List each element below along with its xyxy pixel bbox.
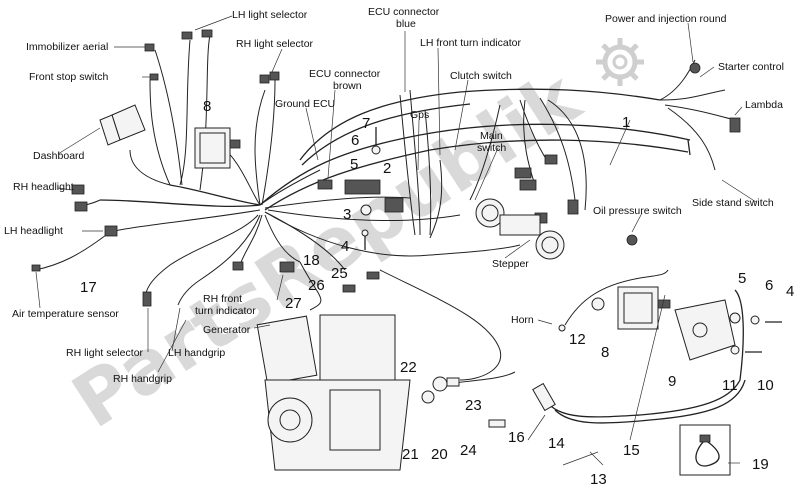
callout-10: 10: [757, 377, 774, 394]
label-rh-headlight: RH headlight: [13, 181, 74, 193]
callout-6-right: 6: [765, 277, 773, 294]
callout-16: 16: [508, 429, 525, 446]
label-power-injection-round: Power and injection round: [605, 13, 727, 25]
label-lh-front-turn-indicator: LH front turn indicator: [420, 37, 521, 49]
callout-7: 7: [362, 115, 370, 132]
label-rh-front-turn-line2: turn indicator: [195, 305, 256, 317]
dashboard-part: [99, 104, 146, 146]
label-lh-handgrip: LH handgrip: [168, 347, 225, 359]
label-immobilizer-aerial: Immobilizer aerial: [26, 41, 108, 53]
label-side-stand-switch: Side stand switch: [692, 197, 774, 209]
spark-plug-leads: [488, 289, 746, 428]
ignition-coil: [591, 286, 671, 330]
callout-23: 23: [465, 397, 482, 414]
label-starter-control: Starter control: [718, 61, 784, 73]
callout-3: 3: [343, 206, 351, 223]
callout-18: 18: [303, 252, 320, 269]
callout-5-right: 5: [738, 270, 746, 287]
callout-13: 13: [590, 471, 607, 488]
bolts: [360, 127, 782, 355]
label-rh-front-turn-line1: RH front: [203, 293, 242, 305]
callout-25: 25: [331, 265, 348, 282]
sensor-group: [421, 376, 460, 404]
callout-2: 2: [383, 160, 391, 177]
horn-part: [558, 269, 669, 332]
gear-icon: [596, 38, 644, 86]
connectors: [71, 29, 741, 307]
label-lambda: Lambda: [745, 99, 783, 111]
callout-14: 14: [548, 435, 565, 452]
text-labels: LH light selector Immobilizer aerial RH …: [4, 6, 784, 385]
callout-15: 15: [623, 442, 640, 459]
callout-4-left: 4: [341, 238, 349, 255]
callout-12: 12: [569, 331, 586, 348]
callout-8-left: 8: [203, 98, 211, 115]
callout-22: 22: [400, 359, 417, 376]
label-oil-pressure-switch: Oil pressure switch: [593, 205, 682, 217]
label-rh-light-selector-top: RH light selector: [236, 38, 314, 50]
label-dashboard: Dashboard: [33, 150, 85, 162]
callout-8-right: 8: [601, 344, 609, 361]
label-ecu-connector-blue-line1: ECU connector: [368, 6, 440, 18]
callout-21: 21: [402, 446, 419, 463]
callout-5-left: 5: [350, 156, 358, 173]
callout-27: 27: [285, 295, 302, 312]
cable-clip-19: [679, 424, 731, 476]
engine-part: [256, 314, 411, 471]
label-rh-light-selector-bottom: RH light selector: [66, 347, 144, 359]
callout-24: 24: [460, 442, 477, 459]
label-main-switch-line2: switch: [477, 142, 506, 154]
label-stepper: Stepper: [492, 258, 529, 270]
label-ecu-connector-blue-line2: blue: [396, 18, 416, 30]
label-gps: Gps: [410, 109, 429, 121]
label-main-switch-line1: Main: [480, 130, 503, 142]
label-clutch-switch: Clutch switch: [450, 70, 512, 82]
label-air-temperature-sensor: Air temperature sensor: [12, 308, 119, 320]
callout-20: 20: [431, 446, 448, 463]
callout-11: 11: [722, 377, 738, 394]
air-temp-sensor-part: [31, 264, 41, 272]
callout-17: 17: [80, 279, 97, 296]
callout-19: 19: [752, 456, 769, 473]
callout-numbers: 1 2 3 4 4 5 5 6 6 7 8 8 9 10 11 12 13 14…: [80, 98, 794, 488]
bracket-part-9: [674, 299, 736, 361]
callout-1: 1: [622, 114, 630, 131]
callout-6-left: 6: [351, 132, 359, 149]
callout-9: 9: [668, 373, 676, 390]
label-front-stop-switch: Front stop switch: [29, 71, 109, 83]
part-shapes: [31, 29, 782, 476]
label-ground-ecu: Ground ECU: [275, 98, 335, 110]
label-lh-headlight: LH headlight: [4, 225, 63, 237]
leader-lines: [35, 15, 757, 466]
label-lh-light-selector-top: LH light selector: [232, 9, 308, 21]
label-ecu-connector-brown-line2: brown: [333, 80, 362, 92]
front-harness: [34, 34, 521, 386]
part-8-ecu-box: [194, 127, 241, 169]
label-rh-handgrip: RH handgrip: [113, 373, 172, 385]
label-horn: Horn: [511, 314, 534, 326]
throttle-bodies: [475, 198, 565, 260]
label-generator: Generator: [203, 324, 251, 336]
callout-26: 26: [308, 277, 325, 294]
label-ecu-connector-brown-line1: ECU connector: [309, 68, 381, 80]
callout-4-right: 4: [786, 283, 794, 300]
